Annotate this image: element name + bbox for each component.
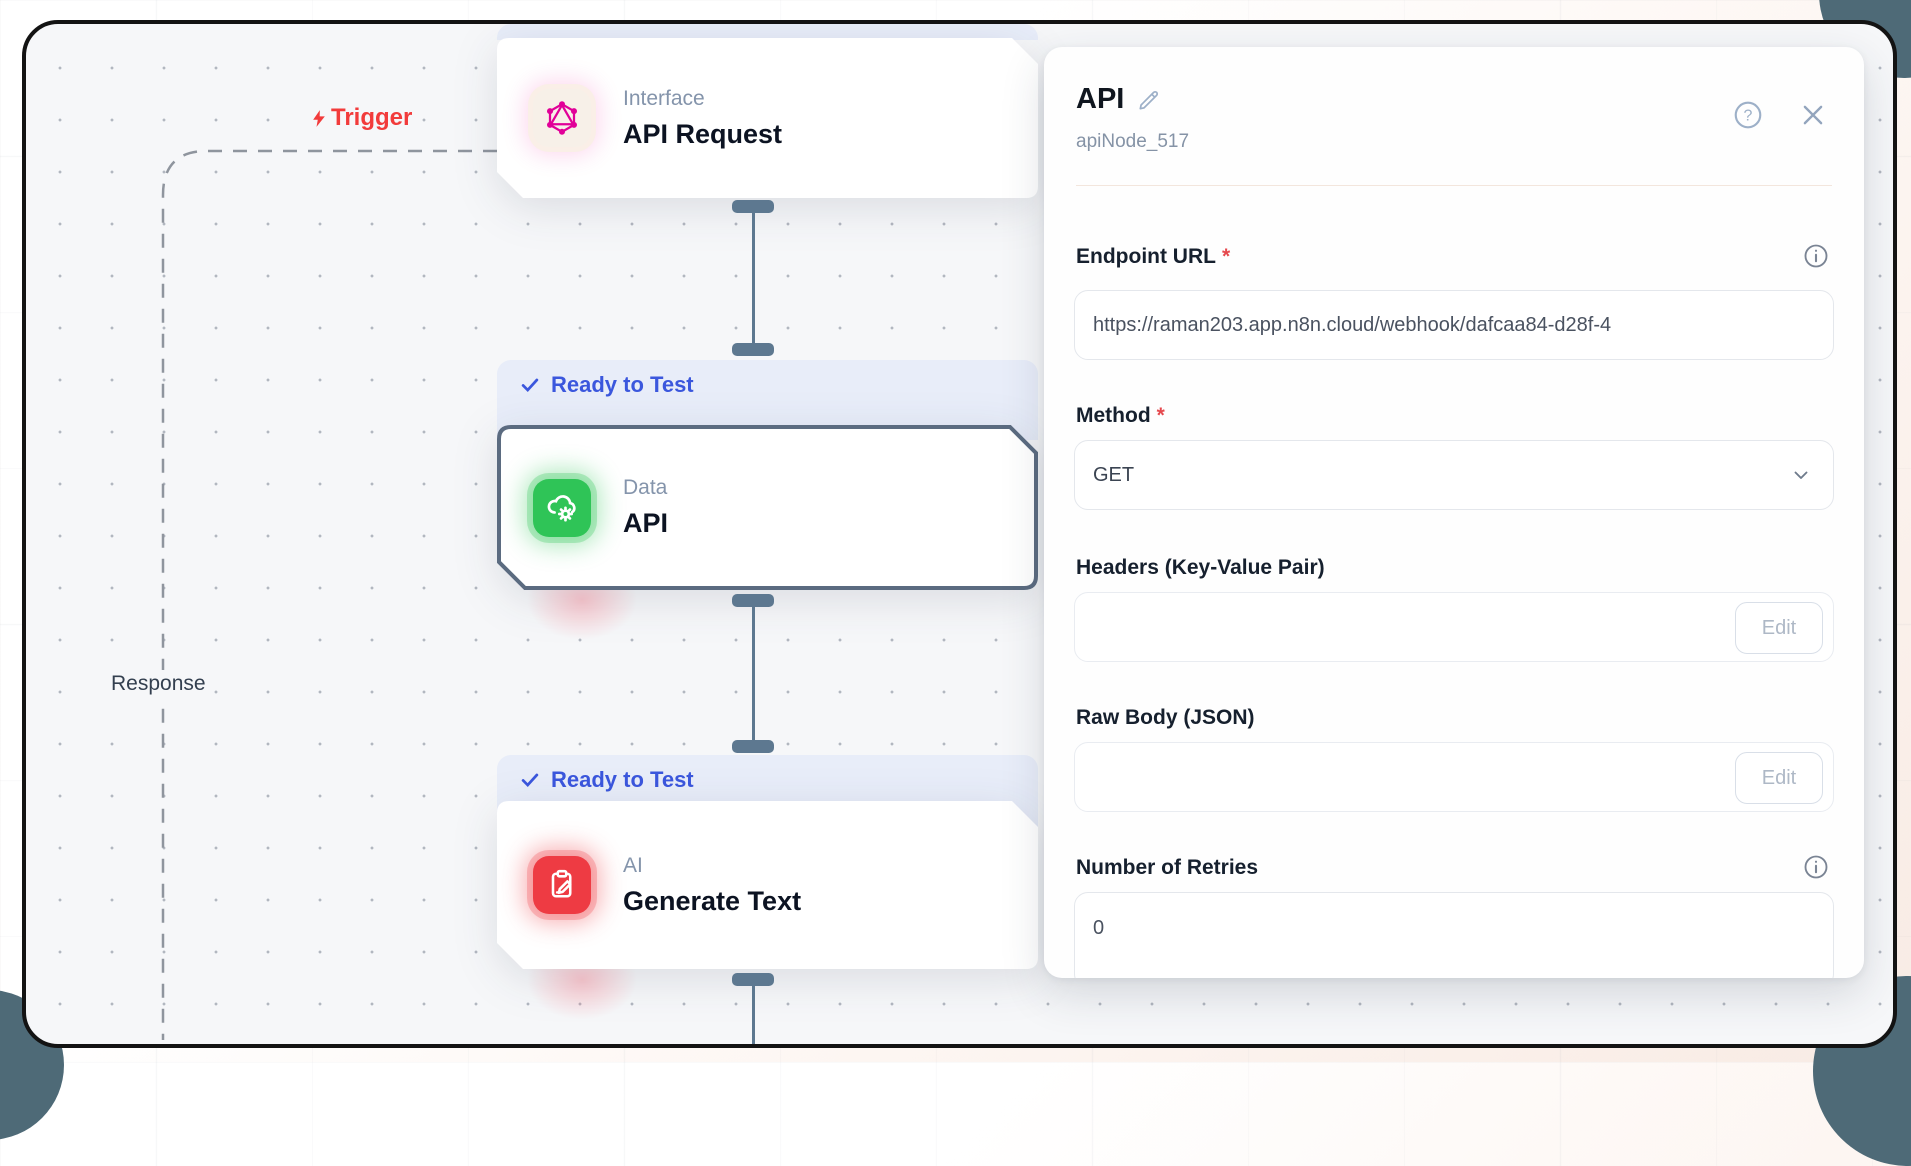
headers-label: Headers (Key-Value Pair) [1076, 556, 1325, 579]
method-value: GET [1093, 463, 1135, 486]
node-title: API [623, 508, 669, 538]
card-shape [497, 38, 1038, 198]
node-ai[interactable]: Ready to Test [497, 755, 1038, 1020]
retries-input[interactable] [1075, 893, 1833, 963]
connector-cap [732, 740, 774, 753]
card-shape-selected [497, 425, 1038, 590]
panel-node-id: apiNode_517 [1076, 131, 1190, 152]
response-label: Response [105, 670, 212, 698]
check-icon [521, 773, 539, 788]
close-icon[interactable] [1798, 100, 1828, 130]
raw-body-label: Raw Body (JSON) [1076, 706, 1255, 729]
info-icon[interactable] [1802, 853, 1830, 881]
card-shape [497, 801, 1038, 969]
connector-cap [732, 973, 774, 986]
info-icon[interactable] [1802, 242, 1830, 270]
badge-text: Ready to Test [551, 372, 694, 397]
badge-text: Ready to Test [551, 767, 694, 792]
retries-label: Number of Retries [1076, 856, 1259, 879]
workflow-canvas[interactable]: Trigger Response [26, 24, 1893, 1044]
headers-edit-button[interactable]: Edit [1735, 602, 1823, 654]
panel-title: API [1076, 83, 1125, 115]
check-icon [521, 378, 539, 393]
retries-field [1074, 892, 1834, 978]
endpoint-url-field [1074, 290, 1834, 360]
response-wire [161, 149, 497, 1040]
node-category: AI [623, 853, 643, 877]
node-title: Generate Text [623, 885, 802, 916]
svg-text:?: ? [1744, 108, 1753, 125]
lightning-bolt-icon [313, 109, 325, 127]
connector-line [752, 213, 755, 345]
workflow-frame: Trigger Response [22, 20, 1897, 1048]
panel-divider [1076, 185, 1832, 186]
chevron-down-icon [1794, 471, 1808, 479]
node-category: Data [623, 476, 668, 499]
clipboard-pen-icon [533, 856, 591, 914]
connector-cap [732, 594, 774, 607]
raw-body-field: Edit [1074, 742, 1834, 812]
headers-field: Edit [1074, 592, 1834, 662]
graphql-icon [533, 89, 591, 147]
raw-body-edit-button[interactable]: Edit [1735, 752, 1823, 804]
connector-cap [732, 200, 774, 213]
endpoint-url-label: Endpoint URL* [1076, 245, 1231, 268]
node-config-panel: API apiNode_517 ? [1044, 47, 1864, 978]
help-icon[interactable]: ? [1732, 99, 1764, 131]
trigger-label: Trigger [309, 104, 412, 132]
cloud-gear-icon [533, 478, 591, 537]
connector-line [752, 986, 755, 1044]
edit-pencil-icon[interactable] [1136, 87, 1162, 113]
node-interface[interactable]: Interface API Request [497, 24, 1038, 204]
method-label: Method* [1076, 404, 1165, 427]
node-ai-card[interactable]: AI Generate Text [497, 801, 1038, 969]
method-select[interactable]: GET [1074, 440, 1834, 510]
node-data-card[interactable]: Data API [497, 425, 1038, 590]
node-data[interactable]: Ready to Test Da [497, 360, 1038, 640]
node-category: Interface [623, 86, 705, 110]
raw-body-input[interactable] [1075, 743, 1833, 811]
endpoint-url-input[interactable] [1075, 291, 1833, 359]
connector-line [752, 607, 755, 740]
node-title: API Request [623, 118, 783, 149]
node-interface-badge-band [497, 24, 1038, 40]
headers-input[interactable] [1075, 593, 1833, 661]
trigger-text: Trigger [331, 104, 413, 131]
node-interface-card[interactable]: Interface API Request [497, 38, 1038, 198]
connector-cap [732, 343, 774, 356]
